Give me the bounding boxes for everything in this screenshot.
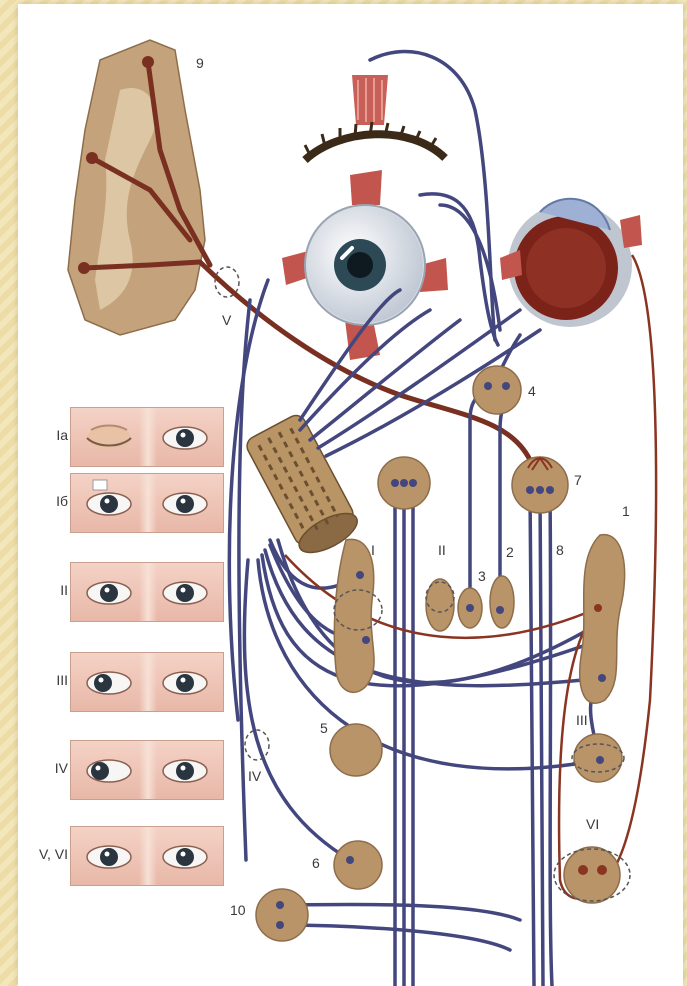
eyes-illustration — [71, 563, 223, 621]
eye-row-photo — [70, 740, 224, 800]
left-eye — [87, 760, 131, 782]
right-eye — [163, 493, 207, 515]
frontalis-muscle — [352, 75, 388, 125]
eyeball-side — [500, 199, 642, 327]
nerve-trunk — [244, 412, 363, 560]
eyes-illustration — [71, 827, 223, 885]
label-4: 4 — [528, 383, 536, 399]
nucleus-VI — [564, 847, 620, 903]
nucleus-6 — [334, 841, 382, 889]
eye-row-label: Ia — [24, 427, 68, 443]
eyebrow — [305, 122, 445, 160]
eye-row-photo — [70, 407, 224, 467]
nucleus-2 — [490, 576, 514, 628]
eye-row-label: III — [24, 672, 68, 688]
label-10: 10 — [230, 902, 246, 918]
left-eye — [87, 672, 131, 694]
label-9: 9 — [196, 55, 204, 71]
eye-row-photo — [70, 826, 224, 886]
eyes-illustration — [71, 408, 223, 466]
label-II: II — [438, 542, 446, 558]
label-VI: VI — [586, 816, 599, 832]
eye-row-photo — [70, 652, 224, 712]
eye-row-label: IV — [24, 760, 68, 776]
nucleus-I — [334, 539, 374, 692]
eyes-illustration — [71, 474, 223, 532]
label-5: 5 — [320, 720, 328, 736]
label-1: 1 — [622, 503, 630, 519]
eyes-illustration — [71, 741, 223, 799]
eyeball-front — [282, 170, 448, 360]
right-eye — [163, 672, 207, 694]
right-eye — [163, 427, 207, 449]
left-eye — [87, 582, 131, 604]
eye-row-label: II — [24, 582, 68, 598]
nucleus-5 — [330, 724, 382, 776]
eye-row-photo — [70, 562, 224, 622]
label-v: V — [222, 312, 231, 328]
label-7: 7 — [574, 472, 582, 488]
right-eye — [163, 846, 207, 868]
eyelid-marker — [93, 480, 107, 490]
label-8: 8 — [556, 542, 564, 558]
label-3: 3 — [478, 568, 486, 584]
nucleus-4 — [473, 366, 521, 414]
left-eye-closed — [87, 426, 131, 451]
right-eye — [163, 760, 207, 782]
eyes-illustration — [71, 653, 223, 711]
left-eye — [87, 846, 131, 868]
label-2: 2 — [506, 544, 514, 560]
label-IV: IV — [248, 768, 261, 784]
nucleus-7 — [512, 457, 568, 513]
label-6: 6 — [312, 855, 320, 871]
eye-row-photo — [70, 473, 224, 533]
left-eye — [87, 493, 131, 515]
eye-row-label: Iб — [24, 493, 68, 509]
eye-row-label: V, VI — [24, 846, 68, 862]
right-eye — [163, 582, 207, 604]
label-I: I — [371, 542, 375, 558]
nucleus-10 — [256, 889, 308, 941]
label-III: III — [576, 712, 588, 728]
cortex — [68, 40, 210, 335]
